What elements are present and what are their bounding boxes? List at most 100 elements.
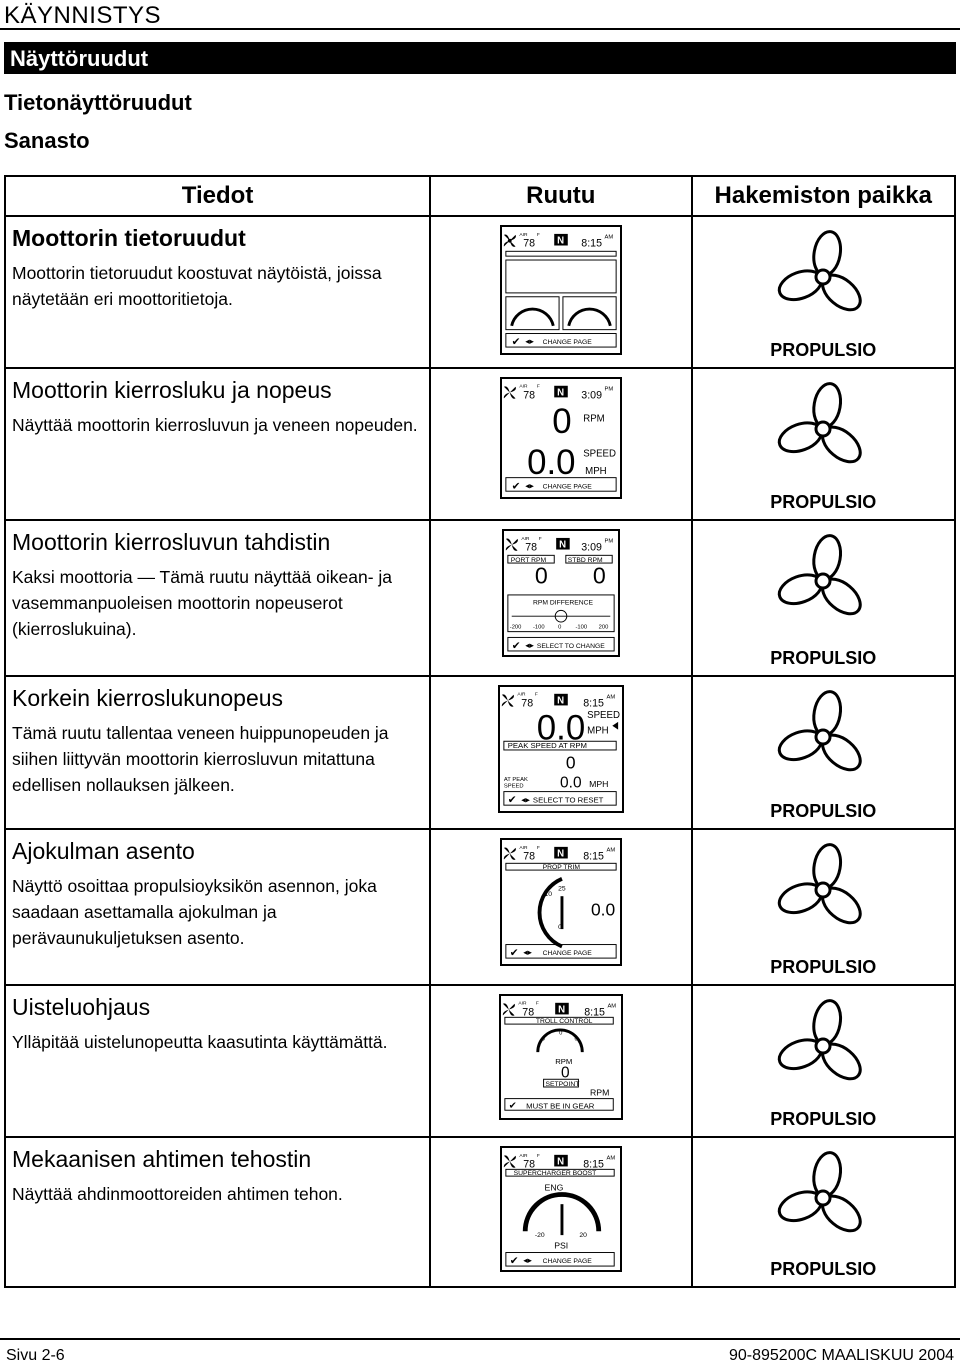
propeller-icon: [778, 842, 862, 924]
svg-text:RPM: RPM: [583, 414, 604, 425]
fan-icon: [503, 846, 516, 860]
row-title: Korkein kierroslukunopeus: [12, 685, 284, 712]
row-title: Mekaanisen ahtimen tehostin: [12, 1145, 312, 1172]
svg-text:0: 0: [535, 563, 548, 589]
svg-text:AIR: AIR: [519, 384, 528, 390]
svg-text:AIR: AIR: [519, 1153, 528, 1159]
fan-icon: [505, 538, 518, 552]
svg-text:RPM: RPM: [555, 1056, 572, 1065]
propeller-icon: [778, 230, 862, 312]
svg-text:CHANGE PAGE: CHANGE PAGE: [542, 1258, 592, 1265]
svg-text:SELECT TO RESET: SELECT TO RESET: [533, 796, 604, 805]
svg-text:SUPERCHARGER BOOST: SUPERCHARGER BOOST: [513, 1170, 596, 1177]
row-description: Näyttö osoittaa propulsioyksikön asennon…: [12, 875, 377, 948]
document-code: 90-895200C MAALISKUU 2004: [728, 1347, 954, 1364]
row-description: Tämä ruutu tallentaa veneen huippunopeud…: [12, 723, 389, 796]
svg-text:✔: ✔: [511, 480, 520, 492]
svg-text:8:15: 8:15: [583, 1158, 604, 1170]
speed-value: 0.0: [527, 443, 575, 482]
svg-text:200: 200: [598, 625, 608, 631]
header-rule: [0, 28, 960, 30]
svg-text:AM: AM: [607, 1003, 616, 1009]
svg-text:20: 20: [579, 1232, 587, 1239]
rpm-value: 0: [552, 402, 571, 441]
svg-text:3:09: 3:09: [581, 390, 602, 402]
svg-text:MPH: MPH: [585, 466, 606, 477]
svg-text:3:09: 3:09: [581, 542, 602, 554]
svg-text:AM: AM: [604, 235, 613, 241]
svg-text:RPM DIFFERENCE: RPM DIFFERENCE: [533, 600, 593, 607]
svg-text:✔: ✔: [511, 336, 520, 348]
page-number: Sivu 2-6: [6, 1347, 65, 1364]
fan-icon: [503, 234, 516, 247]
svg-text:SPEED: SPEED: [587, 710, 620, 721]
svg-text:0: 0: [558, 924, 562, 931]
svg-text:◂▸: ◂▸: [521, 795, 530, 805]
svg-text:N: N: [557, 696, 564, 707]
svg-text:AIR: AIR: [519, 844, 528, 850]
svg-text:✔: ✔: [510, 1255, 519, 1267]
row-description: Näyttää ahdinmoottoreiden ahtimen tehon.: [12, 1183, 343, 1204]
svg-text:PSI: PSI: [554, 1240, 568, 1250]
svg-text:PROP TRIM: PROP TRIM: [542, 864, 580, 871]
svg-text:ENG: ENG: [544, 1182, 563, 1192]
fan-icon: [502, 1003, 515, 1016]
svg-text:8:15: 8:15: [583, 850, 604, 862]
svg-text:0.0: 0.0: [560, 775, 582, 792]
svg-text:F: F: [537, 844, 540, 850]
location-label: PROPULSIO: [770, 1108, 877, 1129]
svg-text:25: 25: [558, 885, 566, 892]
row-title: Ajokulman asento: [12, 837, 195, 864]
subtitle-glossary: Sanasto: [4, 128, 90, 153]
svg-text:AM: AM: [606, 847, 615, 853]
svg-text:TROLL CONTROL: TROLL CONTROL: [536, 1018, 593, 1025]
svg-text:AIR: AIR: [517, 692, 526, 698]
row-description: Näyttää moottorin kierrosluvun ja veneen…: [12, 415, 418, 436]
svg-text:MUST BE IN GEAR: MUST BE IN GEAR: [526, 1101, 595, 1110]
location-label: PROPULSIO: [770, 956, 877, 977]
svg-text:F: F: [535, 692, 538, 698]
location-label: PROPULSIO: [770, 1259, 877, 1279]
svg-text:N: N: [557, 848, 564, 859]
svg-text:N: N: [558, 1004, 565, 1015]
svg-text:◂▸: ◂▸: [525, 336, 534, 346]
clock: 8:15: [581, 238, 602, 250]
svg-text:-100: -100: [533, 625, 545, 631]
air-temp: 78: [523, 238, 535, 250]
svg-text:SELECT TO CHANGE: SELECT TO CHANGE: [537, 643, 605, 650]
glossary-table: Tiedot Ruutu Hakemiston paikka Moottorin…: [3, 174, 956, 1289]
svg-text:✔: ✔: [510, 947, 519, 959]
subtitle-info-screens: Tietonäyttöruudut: [4, 90, 192, 115]
svg-text:0: 0: [566, 753, 576, 773]
chapter-title: KÄYNNISTYS: [4, 2, 162, 29]
svg-text:AT PEAK: AT PEAK: [504, 777, 528, 783]
svg-text:0: 0: [593, 563, 606, 589]
svg-text:SETPOINT: SETPOINT: [545, 1081, 579, 1088]
propeller-icon: [778, 1150, 862, 1233]
svg-text:AM: AM: [606, 1155, 615, 1161]
svg-text:-200: -200: [510, 625, 522, 631]
svg-text:N: N: [557, 388, 564, 399]
col-header-location: Hakemiston paikka: [690, 174, 956, 218]
svg-text:0: 0: [541, 1036, 544, 1042]
svg-text:◂▸: ◂▸: [525, 640, 534, 650]
svg-text:0: 0: [574, 1036, 577, 1042]
svg-text:◂▸: ◂▸: [525, 480, 534, 490]
svg-text:MPH: MPH: [587, 726, 609, 737]
gear-indicator: N: [557, 236, 564, 247]
fan-icon: [501, 694, 514, 708]
svg-text:78: 78: [522, 1006, 534, 1018]
svg-text:F: F: [537, 1153, 540, 1159]
svg-text:◂▸: ◂▸: [523, 1255, 532, 1265]
